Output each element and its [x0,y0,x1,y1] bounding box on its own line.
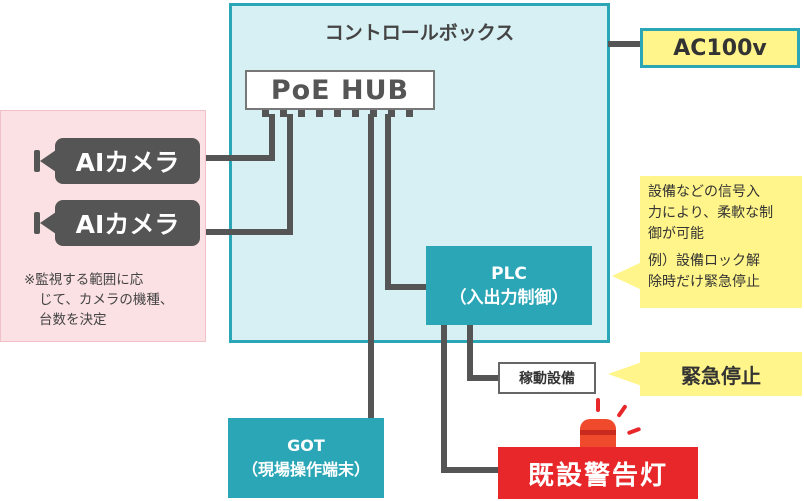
light-ray-icon [626,426,642,436]
plc-callout [640,176,802,308]
hub-port [316,110,323,117]
camera-note: ※監視する範囲に応 じて、カメラの機種、 台数を決定 [24,270,204,330]
camera-note-line: ※監視する範囲に応 [24,272,144,288]
warning-beacon-stripe [580,430,616,435]
plc-subtitle: （入出力制御） [449,287,569,308]
plc-callout-text: 設備などの信号入 力により、柔軟な制 御が可能 例）設備ロック解 除時だけ緊急停… [648,182,800,293]
power-badge: AC100v [640,28,800,68]
callout-pointer [612,262,642,290]
camera-label: AIカメラ [55,200,200,246]
callout-line: 御が可能 [648,226,704,242]
emergency-stop-label: 緊急停止 [640,352,802,396]
hub-port [352,110,359,117]
emergency-stop-pointer [608,362,642,386]
light-ray-icon [616,404,628,418]
plc-box: PLC （入出力制御） [426,246,592,325]
wire-warning-light [441,322,500,473]
plc-title: PLC [491,263,527,284]
hub-port [280,110,287,117]
callout-line: 設備などの信号入 [648,184,760,200]
control-box-title: コントロールボックス [324,22,515,44]
operation-equipment: 稼動設備 [498,362,596,394]
callout-line: 力により、柔軟な制 [648,205,774,221]
warning-light: 既設警告灯 [498,447,698,499]
hub-port [334,110,341,117]
camera-note-line: じて、カメラの機種、 [39,292,174,308]
callout-example-line: 除時だけ緊急停止 [648,274,760,290]
ai-camera-1: AIカメラ [22,138,200,184]
light-ray-icon [596,398,600,412]
poe-hub: PoE HUB [245,70,435,110]
camera-note-line: 台数を決定 [39,312,107,328]
hub-port [406,110,413,117]
camera-lens-icon [34,212,40,234]
camera-lens-icon [34,150,40,172]
hub-port [370,110,377,117]
got-subtitle: （現場操作端末） [241,460,370,479]
got-terminal: GOT （現場操作端末） [228,418,384,498]
hub-port [388,110,395,117]
ai-camera-2: AIカメラ [22,200,200,246]
hub-port [262,110,269,117]
got-title: GOT [287,436,325,455]
callout-example-line: 例）設備ロック解 [648,253,760,269]
camera-label: AIカメラ [55,138,200,184]
hub-port [298,110,305,117]
